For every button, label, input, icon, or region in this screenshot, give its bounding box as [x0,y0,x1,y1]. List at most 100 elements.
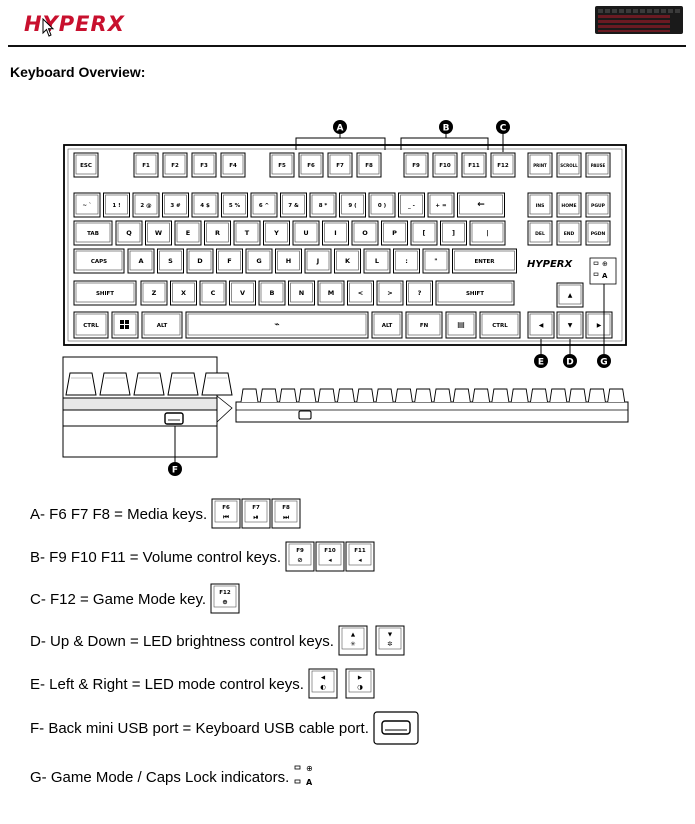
key-label: SCROLL [560,163,578,168]
svg-text:▲: ▲ [351,632,356,638]
key-label: [ [423,229,426,237]
key-label: CAPS [91,259,107,265]
svg-text:F9: F9 [296,548,304,554]
key-nav: DEL [527,220,553,246]
key-nav-top: PAUSE [585,152,611,178]
svg-text:⏮: ⏮ [223,513,229,521]
indicator-box [589,257,617,285]
key-label: ALT [382,323,393,329]
key-label: F6 [307,163,315,169]
key-label: ALT [157,323,168,329]
key-letter: M [317,280,345,306]
key-nav: INS [527,192,553,218]
key-label: F10 [439,163,451,169]
key-letter: W [145,220,172,246]
key-letter: E [174,220,202,246]
svg-text:⏯: ⏯ [254,513,259,521]
key-label: ] [452,229,455,237]
svg-text:◀: ◀ [321,675,326,681]
key-label: M [328,289,334,297]
svg-text:✲: ✲ [387,640,392,648]
key-tab: TAB [73,220,113,246]
key-label: F4 [229,163,237,169]
page-title: Keyboard Overview: [10,64,146,80]
key-rctrl: CTRL [479,311,521,339]
key-number: 1 ! [103,192,130,218]
key-label: F [227,257,231,265]
key-lshift: SHIFT [73,280,137,306]
svg-text:F8: F8 [282,505,290,511]
key-spacebar: ⌁ [185,311,369,339]
key-caps: CAPS [73,248,125,274]
key-number: 5 % [221,192,248,218]
key-f9: F9 [403,152,429,178]
key-label: F2 [171,163,179,169]
hyperx-logo: HYPERX [12,4,152,42]
key-f4: F4 [220,152,246,178]
key-enter: ENTER [452,248,517,274]
key-label: ▼ [568,322,573,329]
legend-text: G- Game Mode / Caps Lock indicators. [30,768,290,786]
key-letter: K [334,248,361,274]
key-letter: : [393,248,420,274]
key-label: P [392,229,397,237]
key-label: I [334,229,336,237]
key-letter: B [258,280,286,306]
key-label: _ - [408,203,415,209]
svg-text:⏭: ⏭ [283,513,289,521]
key-letter: D [186,248,214,274]
svg-text:◂: ◂ [328,556,332,564]
svg-text:▶: ▶ [358,675,363,681]
key-label: PRINT [533,163,547,168]
svg-text:C: C [500,124,507,134]
legend-key-icon: F6⏮ [211,498,241,529]
legend-item-f: F- Back mini USB port = Keyboard USB cab… [30,710,420,746]
key-label: D [197,257,203,265]
key-label: 2 @ [140,203,152,209]
key-lalt: ALT [141,311,183,339]
key-label: H [286,257,291,265]
key-ralt: ALT [371,311,403,339]
key-label: CTRL [83,323,99,329]
svg-text:E: E [538,358,544,368]
key-f12: F12 [490,152,516,178]
key-letter: " [422,248,450,274]
key-label: END [564,231,575,237]
key-rshift: SHIFT [435,280,515,306]
key-label: J [316,257,319,265]
key-letter: U [292,220,320,246]
key-letter: Z [140,280,168,306]
key-letter: Q [115,220,143,246]
key-label: X [181,289,186,297]
svg-text:◑: ◑ [357,683,363,691]
key-label: ENTER [474,259,495,265]
key-esc: ESC [73,152,99,178]
legend-key-icon: F12⊕ [210,583,240,614]
game-mode-key-icon: F12⊕ [210,583,240,614]
key-menu: ▤ [445,311,477,339]
key-letter: > [376,280,404,306]
key-letter: G [245,248,273,274]
key-label: 7 & [288,203,299,209]
key-up: ▲ [556,282,584,308]
callout-c: C [496,120,510,134]
legend-text: E- Left & Right = LED mode control keys. [30,675,304,693]
key-nav-top: SCROLL [556,152,582,178]
key-label: G [256,257,261,265]
key-label: F5 [278,163,286,169]
key-label: SHIFT [466,291,484,297]
key-letter: C [199,280,227,306]
key-label: ▤ [457,320,465,329]
svg-text:D: D [566,358,573,368]
key-label: 5 % [229,203,241,209]
svg-text:F10: F10 [324,548,336,554]
indicator-leds-icon: ⊕ A [294,764,313,787]
legend-key-icon: ◀◐ [308,668,338,699]
keyboard-side-view [235,401,629,423]
key-label: V [240,289,245,297]
key-letter: H [275,248,302,274]
legend-item-c: C- F12 = Game Mode key. F12⊕ [30,582,243,616]
key-f5: F5 [269,152,295,178]
legend-item-b: B- F9 F10 F11 = Volume control keys. F9⊘… [30,540,376,574]
key-letter: I [322,220,349,246]
